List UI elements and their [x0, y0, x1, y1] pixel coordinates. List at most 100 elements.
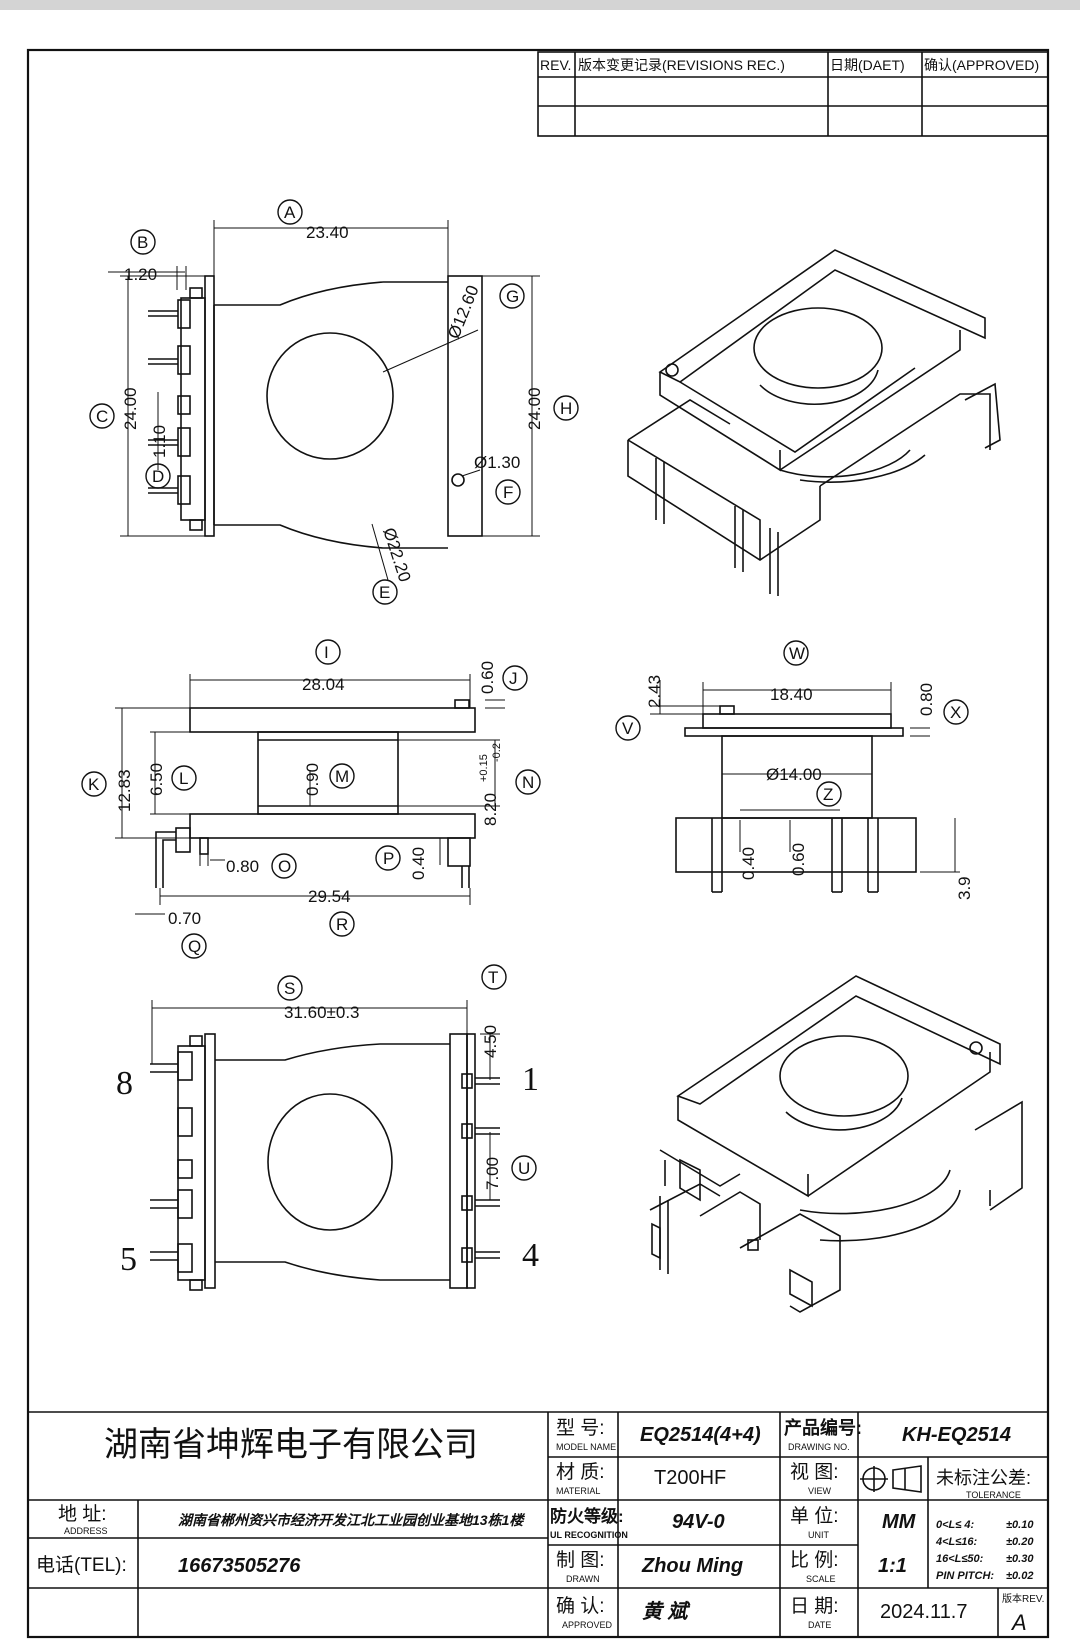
marker-x: X: [950, 703, 961, 722]
marker-g: G: [506, 287, 519, 306]
marker-u: U: [518, 1159, 530, 1178]
marker-j: J: [509, 669, 518, 688]
rev-header-approved: 确认(APPROVED): [924, 57, 1039, 73]
dimension-markers: [81, 199, 969, 1181]
bottom-view: [150, 1000, 500, 1291]
dim-d: 1.10: [150, 425, 169, 458]
dim-v: 2.43: [645, 675, 664, 708]
title-block: [28, 1411, 1048, 1637]
pin-number-1: 1: [522, 1061, 539, 1098]
rev-label: 版本REV.: [1002, 1592, 1044, 1605]
view-sub: VIEW: [808, 1486, 832, 1496]
dim-n-tol-up: +0.15: [478, 754, 490, 782]
dim-z: Ø14.00: [766, 765, 822, 784]
dim-e: Ø22.20: [379, 525, 414, 584]
marker-m: M: [335, 767, 349, 786]
scale-value: 1:1: [878, 1555, 907, 1577]
marker-h: H: [560, 399, 572, 418]
dim-n: 8.20: [481, 793, 500, 826]
scale-sub: SCALE: [806, 1574, 836, 1584]
date-label: 日 期:: [790, 1595, 839, 1617]
dim-o: 0.80: [226, 857, 259, 876]
company-name: 湖南省坤辉电子有限公司: [104, 1426, 478, 1464]
tol-value-2: ±0.30: [1006, 1553, 1034, 1565]
marker-i: I: [324, 643, 329, 662]
marker-n: N: [522, 773, 534, 792]
dim-u: 7.00: [483, 1157, 502, 1190]
dim-n-tol-dn: -0.2: [491, 743, 503, 762]
pin-number-8: 8: [116, 1065, 133, 1102]
marker-z: Z: [823, 785, 833, 804]
dim-s: 31.60±0.3: [284, 1003, 360, 1022]
dim-r: 29.54: [308, 887, 351, 906]
tol-range-2: 16<L≤50:: [936, 1553, 984, 1565]
view-label: 视 图:: [790, 1461, 839, 1483]
dim-i: 28.04: [302, 675, 345, 694]
drawn-value: Zhou Ming: [641, 1555, 743, 1577]
tol-value-1: ±0.20: [1006, 1536, 1034, 1548]
address-sub: ADDRESS: [64, 1526, 108, 1536]
pin-number-5: 5: [120, 1241, 137, 1278]
tolerance-label: 未标注公差:: [936, 1468, 1031, 1488]
dim-k: 12.83: [115, 769, 134, 812]
approved-sub: APPROVED: [562, 1620, 613, 1630]
drawing-no-value: KH-EQ2514: [902, 1424, 1011, 1446]
dim-w: 18.40: [770, 685, 813, 704]
dim-pin-b: 0.60: [789, 843, 808, 876]
tolerance-sub: TOLERANCE: [966, 1490, 1021, 1500]
model-label: 型 号:: [556, 1417, 605, 1439]
marker-v: V: [622, 719, 634, 738]
dim-q: 0.70: [168, 909, 201, 928]
date-value: 2024.11.7: [880, 1601, 968, 1623]
drawing-no-label: 产品编号:: [784, 1417, 862, 1438]
title-block-text: 湖南省坤辉电子有限公司 地 址: ADDRESS 湖南省郴州资兴市经济开发江北工…: [36, 1417, 1044, 1635]
dim-f: Ø1.30: [474, 453, 520, 472]
tol-range-0: 0<L≤ 4:: [936, 1519, 974, 1531]
side-view: [115, 674, 505, 915]
dim-pin-a: 0.40: [739, 847, 758, 880]
material-value: T200HF: [654, 1467, 726, 1489]
dim-m: 0.90: [303, 763, 322, 796]
marker-p: P: [383, 849, 394, 868]
pin-number-4: 4: [522, 1237, 539, 1274]
marker-q: Q: [188, 937, 201, 956]
drawing-frame: [26, 48, 1050, 1639]
tel-label: 电话(TEL):: [36, 1554, 127, 1576]
marker-r: R: [336, 915, 348, 934]
side-view-labels: 28.04 0.60 12.83 6.50 0.90 8.20 +0.15 -0…: [88, 643, 534, 956]
revision-table-text: REV. 版本变更记录(REVISIONS REC.) 日期(DAET) 确认(…: [540, 57, 1039, 73]
drawing-no-sub: DRAWING NO.: [788, 1442, 850, 1452]
unit-label: 单 位:: [790, 1505, 839, 1527]
dim-a: 23.40: [306, 223, 349, 242]
top-view: [108, 220, 540, 581]
dim-p: 0.40: [409, 847, 428, 880]
marker-o: O: [278, 857, 291, 876]
rev-header-record: 版本变更记录(REVISIONS REC.): [578, 57, 785, 73]
tel-value: 16673505276: [178, 1555, 301, 1577]
marker-b: B: [137, 233, 148, 252]
tol-range-1: 4<L≤16:: [935, 1536, 978, 1548]
address-value: 湖南省郴州资兴市经济开发江北工业园创业基地13栋1楼: [178, 1512, 525, 1528]
dim-pin-len: 3.9: [955, 876, 974, 900]
dim-l: 6.50: [147, 763, 166, 796]
marker-a: A: [284, 203, 296, 222]
dim-c: 24.00: [121, 387, 140, 430]
marker-e: E: [379, 583, 390, 602]
model-sub: MODEL NAME: [556, 1442, 616, 1452]
isometric-view-top: [627, 249, 1001, 596]
end-view-labels: 18.40 2.43 0.80 Ø14.00 0.40 0.60 3.9 V W…: [622, 644, 974, 900]
marker-f: F: [503, 483, 513, 502]
unit-value: MM: [882, 1511, 917, 1533]
marker-c: C: [96, 407, 108, 426]
tol-range-3: PIN PITCH:: [936, 1570, 994, 1582]
approved-value: 黄 斌: [642, 1600, 691, 1623]
marker-l: L: [179, 769, 188, 788]
isometric-view-bottom: [649, 975, 1023, 1313]
marker-w: W: [789, 644, 805, 663]
dim-j: 0.60: [478, 661, 497, 694]
fire-value: 94V-0: [672, 1511, 725, 1533]
approved-label: 确 认:: [556, 1595, 605, 1617]
marker-k: K: [88, 775, 100, 794]
rev-header-rev: REV.: [540, 57, 571, 73]
